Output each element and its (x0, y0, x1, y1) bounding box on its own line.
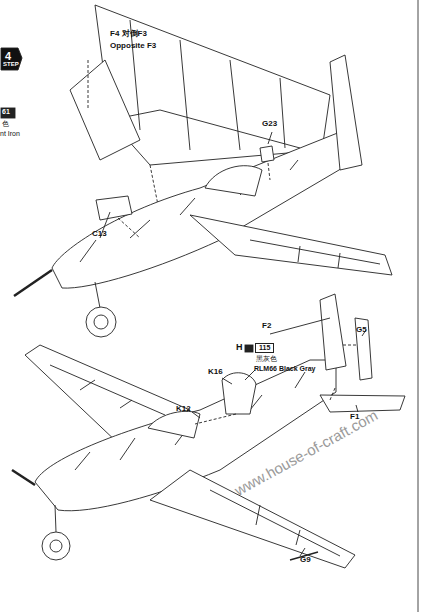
page-edge (418, 0, 419, 612)
callout-number: K16 (208, 368, 223, 377)
color-name: 色 (2, 120, 9, 128)
step-icon (1, 48, 22, 70)
lower-aircraft (12, 294, 405, 568)
color-swatch (1, 108, 15, 118)
step-label: STEP (3, 61, 19, 68)
part-note: Opposite F3 (110, 42, 156, 51)
part-note: F4 对倒F3 (110, 30, 147, 39)
callout-number: C13 (92, 230, 107, 239)
step-number: 4 (5, 50, 11, 62)
color-number: 61 (2, 108, 10, 116)
upper-aircraft (14, 5, 392, 337)
callout-number: G23 (262, 120, 277, 129)
color-name: RLM66 Black Gray (254, 365, 315, 373)
color-letter: H (236, 343, 243, 353)
color-name: nt Iron (0, 130, 20, 138)
callout-number: G9 (300, 556, 311, 565)
color-name: 黑灰色 (256, 355, 277, 363)
callout-number: F2 (262, 322, 271, 331)
callout-number: G5 (356, 326, 367, 335)
callout-number: K12 (176, 405, 191, 414)
color-number: 115 (255, 343, 274, 353)
